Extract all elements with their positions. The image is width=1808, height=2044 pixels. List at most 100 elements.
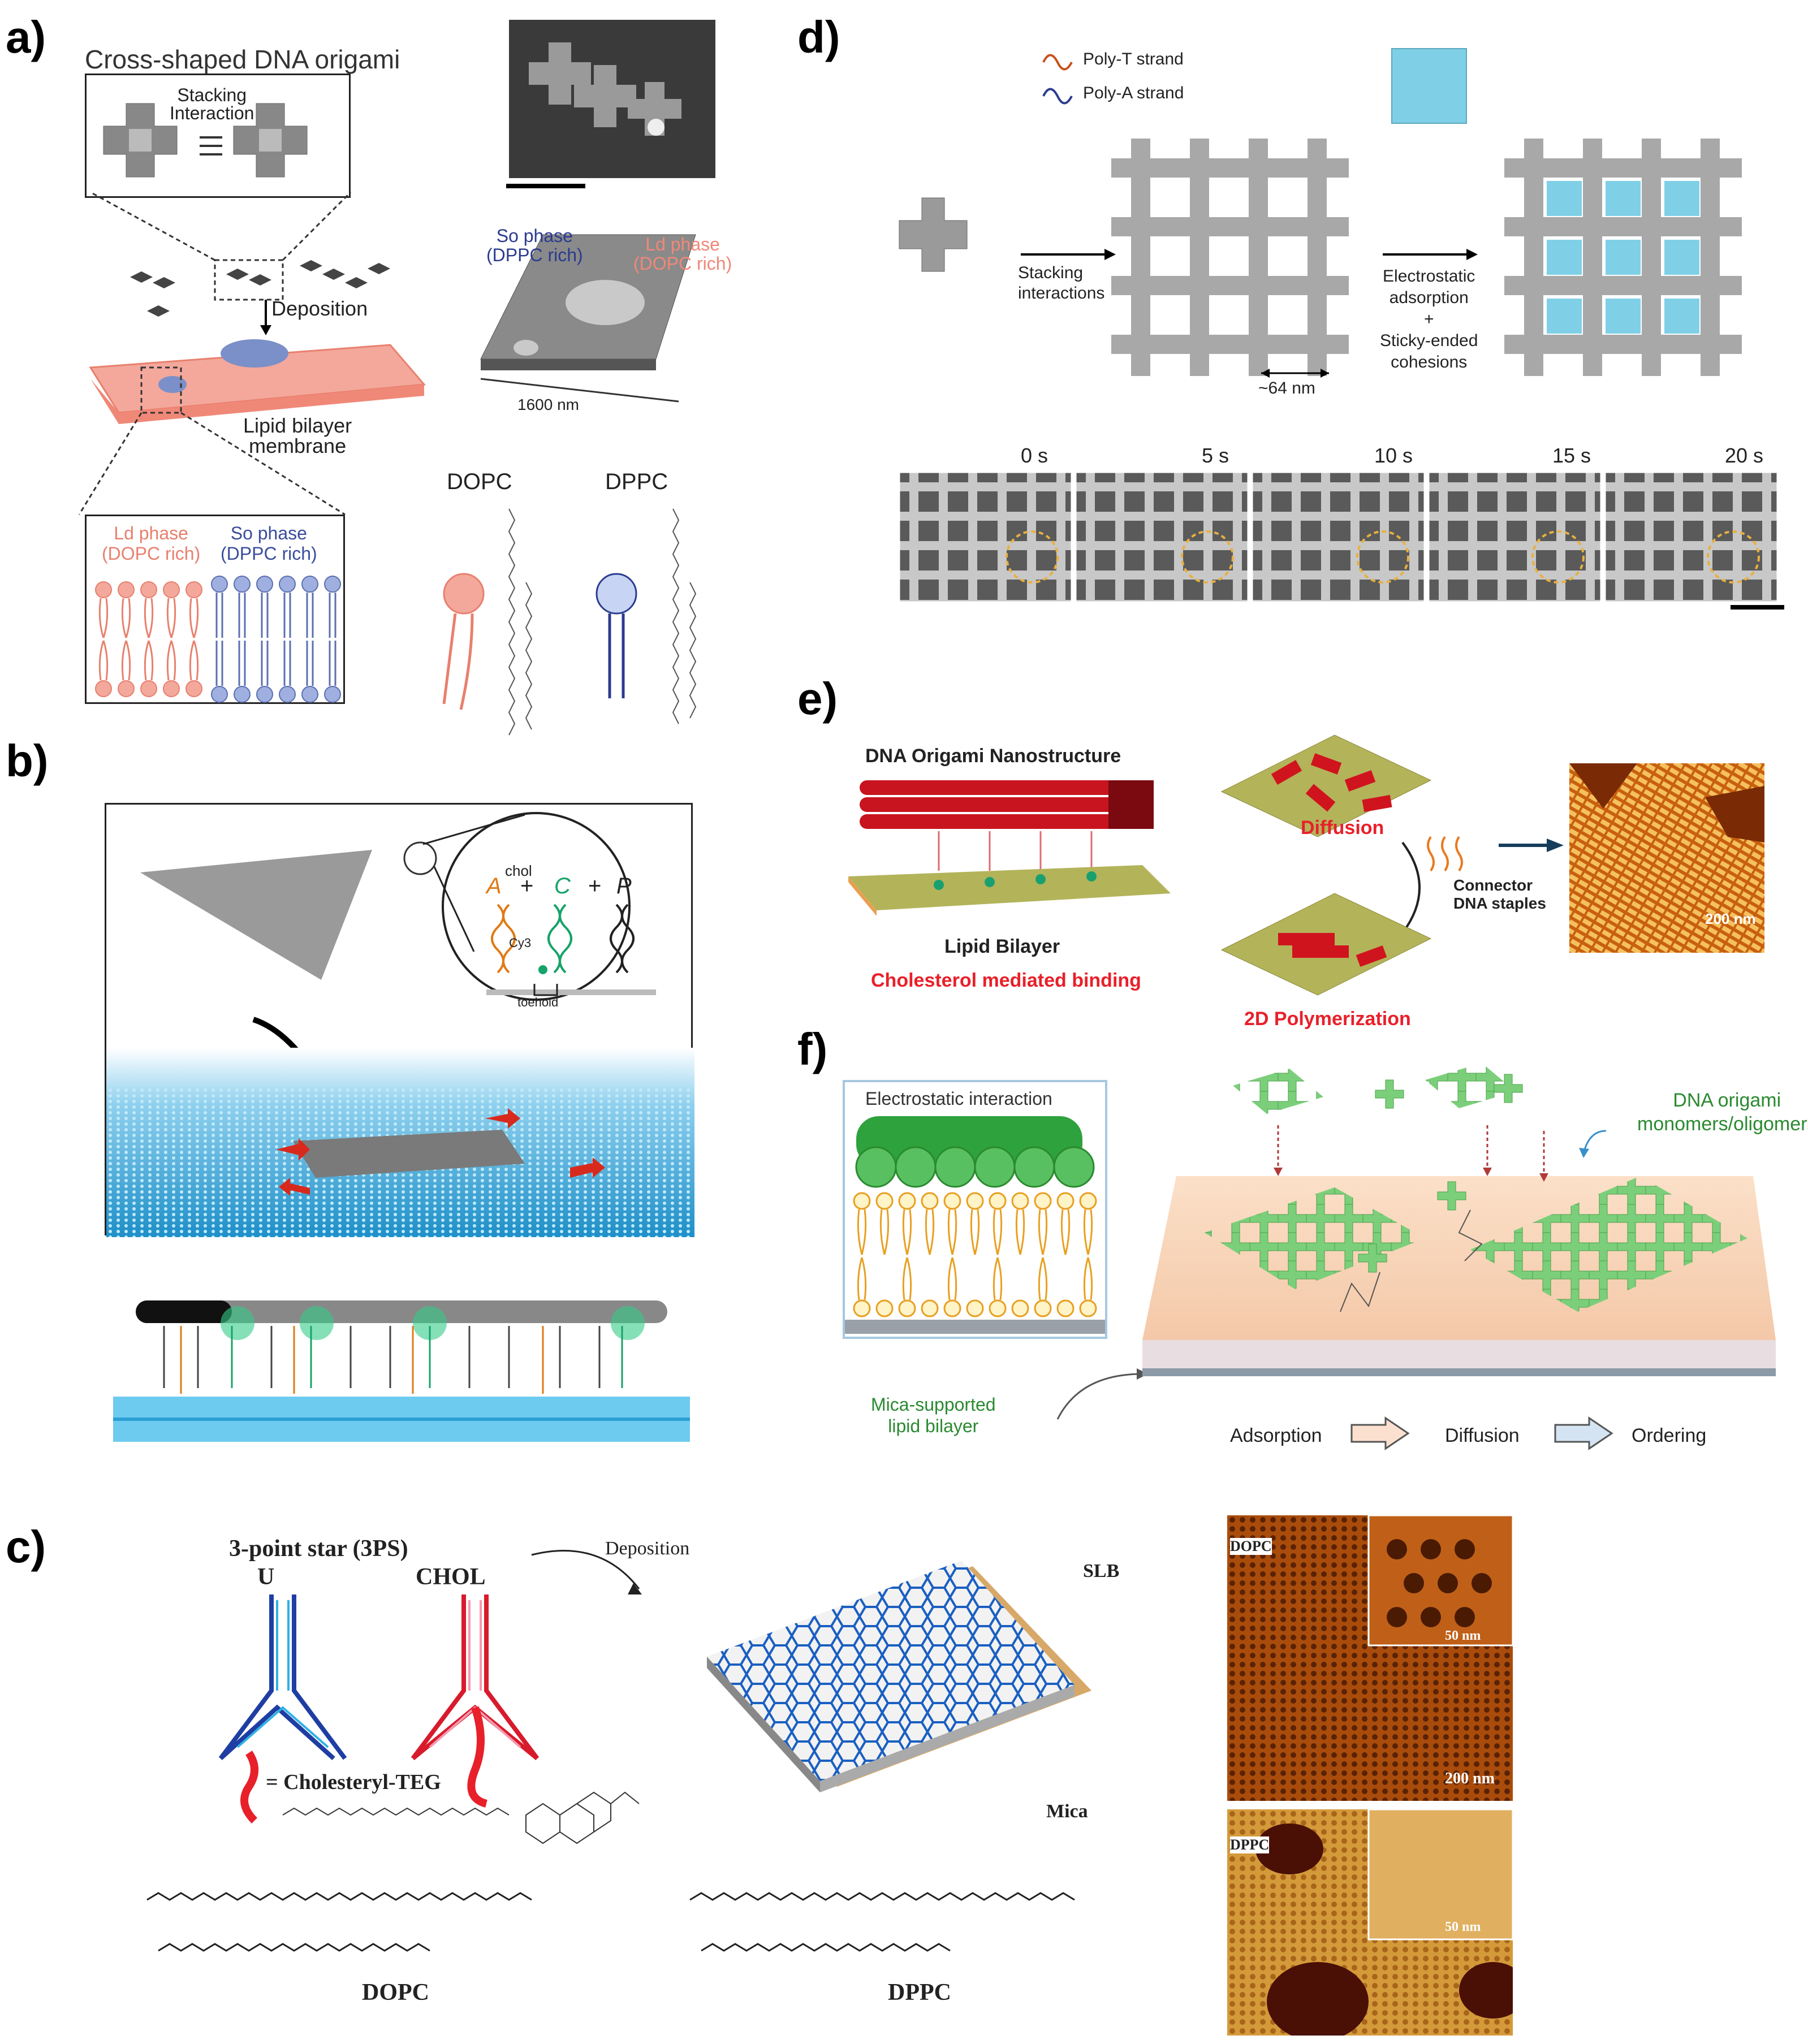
step-adsorption: Adsorption — [1230, 1425, 1322, 1446]
panel-f-label: f) — [797, 1024, 828, 1074]
c-dopc-label: DOPC — [362, 1980, 429, 2006]
cross-monomer — [899, 197, 968, 272]
scale-200: 200 nm — [1445, 1770, 1495, 1787]
ld-phase-label: Ld phase (DOPC rich) — [102, 523, 201, 564]
time-10: 10 s — [1374, 444, 1413, 467]
origami-bundle — [848, 780, 1171, 916]
electrostatic-label: Electrostatic interaction — [865, 1088, 1052, 1109]
time-20: 20 s — [1725, 444, 1764, 467]
deposition-label: Deposition — [271, 297, 368, 320]
arrow-stacking — [1021, 249, 1116, 260]
electro-label: Electrostatic adsorption + Sticky-ended … — [1380, 267, 1478, 371]
cross-lattice-grey — [1111, 139, 1349, 376]
stacking-crosses — [103, 103, 308, 178]
arrow-electro — [1383, 249, 1478, 260]
bilayer-diagram — [95, 576, 341, 703]
cross-lattice-filled — [1504, 139, 1742, 376]
origami-on-membrane — [106, 812, 694, 1237]
panel-e-label: e) — [797, 673, 838, 724]
stacking-text: Stacking Interaction — [170, 85, 254, 123]
three-point-stars — [218, 1550, 642, 1808]
d-scale-bar — [1731, 605, 1784, 610]
chol-binding-label: Cholesterol mediated binding — [871, 970, 1141, 991]
arrow-adsorption — [1350, 1416, 1410, 1450]
afm-dppc-lattice — [1227, 1809, 1513, 2036]
hs-afm-frames — [898, 471, 1779, 603]
stacking-inset — [85, 74, 351, 198]
panel-a-label: a) — [6, 12, 46, 62]
mica-label: Mica — [1046, 1801, 1088, 1822]
d-scale-label: ~64 nm — [1258, 379, 1315, 397]
scale-50-a: 50 nm — [1445, 1628, 1481, 1643]
c-dppc-label: DPPC — [888, 1980, 951, 2006]
staple-squiggles — [1427, 836, 1463, 872]
afm-size-label: 1600 nm — [517, 396, 579, 413]
afm-dopc-image — [1227, 1515, 1513, 1801]
panel-c-label: c) — [6, 1522, 46, 1572]
afm-so-label: So phase (DPPC rich) — [486, 226, 583, 265]
afm-e-image — [1569, 763, 1764, 953]
step-ordering: Ordering — [1632, 1425, 1707, 1446]
time-15: 15 s — [1552, 444, 1591, 467]
electrostatic-diagram — [845, 1116, 1105, 1334]
afm-dppc-image — [1227, 1809, 1513, 2036]
step-diffusion: Diffusion — [1445, 1425, 1520, 1446]
dopc-structure — [146, 1892, 532, 1952]
afm-e-pattern — [1569, 763, 1764, 953]
time-0: 0 s — [1021, 444, 1048, 467]
afm-crosses — [529, 42, 681, 136]
cy3-label: Cy3 — [509, 936, 532, 950]
dppc-title: DPPC — [605, 469, 668, 494]
star-chol-label: CHOL — [416, 1564, 486, 1590]
bilayer-label: Lipid Bilayer — [944, 936, 1060, 957]
strand-c-label: C — [554, 874, 571, 898]
origami-label: DNA Origami Nanostructure — [865, 745, 1121, 767]
connector-label: Connector DNA staples — [1453, 876, 1546, 912]
stacking-label: Stacking interactions — [1018, 263, 1105, 303]
mica-bilayer-label: Mica-supported lipid bilayer — [871, 1394, 996, 1436]
rod-bilayer — [113, 1300, 690, 1442]
deposition-schematic — [78, 191, 426, 516]
scale-50-b: 50 nm — [1445, 1920, 1481, 1934]
diffusion-label: Diffusion — [1301, 817, 1384, 839]
polymerized-membrane — [1220, 893, 1432, 996]
chol-icon — [240, 1751, 258, 1823]
time-5: 5 s — [1202, 444, 1229, 467]
origami-assembly-scene — [1142, 1063, 1776, 1376]
chol-teg-label: = Cholesteryl-TEG — [266, 1770, 441, 1794]
panel-d-label: d) — [797, 12, 840, 62]
strand-helices — [486, 904, 656, 996]
plus-1: + — [520, 874, 534, 898]
afm-crosses-image — [509, 20, 715, 178]
electrostatic-inset — [843, 1080, 1107, 1339]
afm-dopc-lattice — [1227, 1515, 1513, 1801]
afm-scale-bar — [506, 184, 585, 188]
arrow-diffusion — [1554, 1416, 1613, 1450]
dopc-title: DOPC — [447, 469, 512, 494]
chol-teg-structure — [282, 1791, 640, 1844]
e-scale-label: 200 nm — [1705, 910, 1756, 927]
strand-a-label: A — [486, 874, 502, 898]
toehold-label: toehold — [517, 995, 559, 1009]
poly-t-label: Poly-T strand — [1083, 50, 1184, 68]
afm-dopc-tag: DOPC — [1230, 1538, 1272, 1555]
star-title: 3-point star (3PS) — [229, 1536, 408, 1562]
afm-ld-label: Ld phase (DOPC rich) — [633, 234, 732, 274]
so-phase-label: So phase (DPPC rich) — [221, 523, 317, 564]
polymerization-label: 2D Polymerization — [1244, 1008, 1411, 1030]
dppc-structure — [689, 1892, 1075, 1952]
lipid-membrane-label: Lipid bilayer membrane — [243, 414, 352, 457]
star-u-label: U — [257, 1564, 275, 1590]
monomers-label: DNA origami monomers/oligomers — [1637, 1090, 1808, 1135]
strand-p-label: P — [616, 874, 632, 898]
afm-3d-surface — [480, 234, 696, 403]
slb-label: SLB — [1083, 1561, 1120, 1581]
poly-a-label: Poly-A strand — [1083, 84, 1184, 102]
arrow-to-afm — [1499, 839, 1564, 852]
scale-arrow — [1261, 369, 1329, 378]
poly-t-icon — [1042, 54, 1073, 71]
c-deposition-label: Deposition — [605, 1538, 690, 1559]
diffusion-membrane — [1220, 734, 1432, 837]
lipid-structures — [442, 508, 697, 736]
phase-inset — [85, 515, 345, 704]
